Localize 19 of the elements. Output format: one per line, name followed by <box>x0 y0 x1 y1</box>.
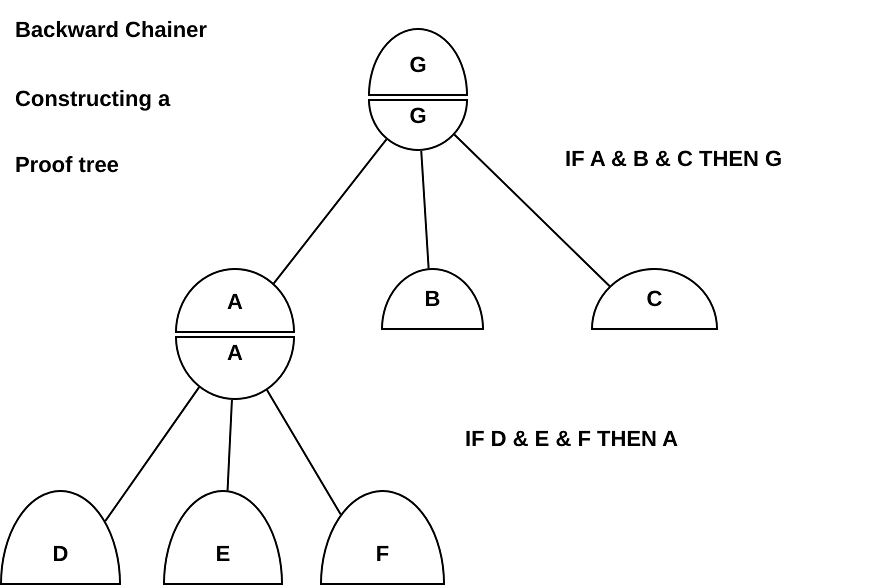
rule-text: IF D & E & F THEN A <box>465 426 678 452</box>
node-letter: G <box>408 103 428 129</box>
node-letter: A <box>226 289 244 315</box>
node-letter: C <box>646 286 664 312</box>
node-letter: B <box>424 286 442 312</box>
connector-line <box>226 400 233 490</box>
connector-line <box>273 138 388 284</box>
node-letter: E <box>214 541 232 567</box>
node-letter: D <box>52 541 70 567</box>
subtitle: Constructing a Proof tree <box>15 85 172 179</box>
title: Backward Chainer <box>15 17 207 43</box>
connector-line <box>104 386 200 522</box>
node-letter: G <box>408 52 428 78</box>
connector-line <box>266 390 342 515</box>
node-letter: A <box>226 340 244 366</box>
node-letter: F <box>374 541 390 567</box>
connector-line <box>420 150 430 268</box>
rule-text: IF A & B & C THEN G <box>565 146 782 172</box>
connector-line <box>454 134 610 287</box>
